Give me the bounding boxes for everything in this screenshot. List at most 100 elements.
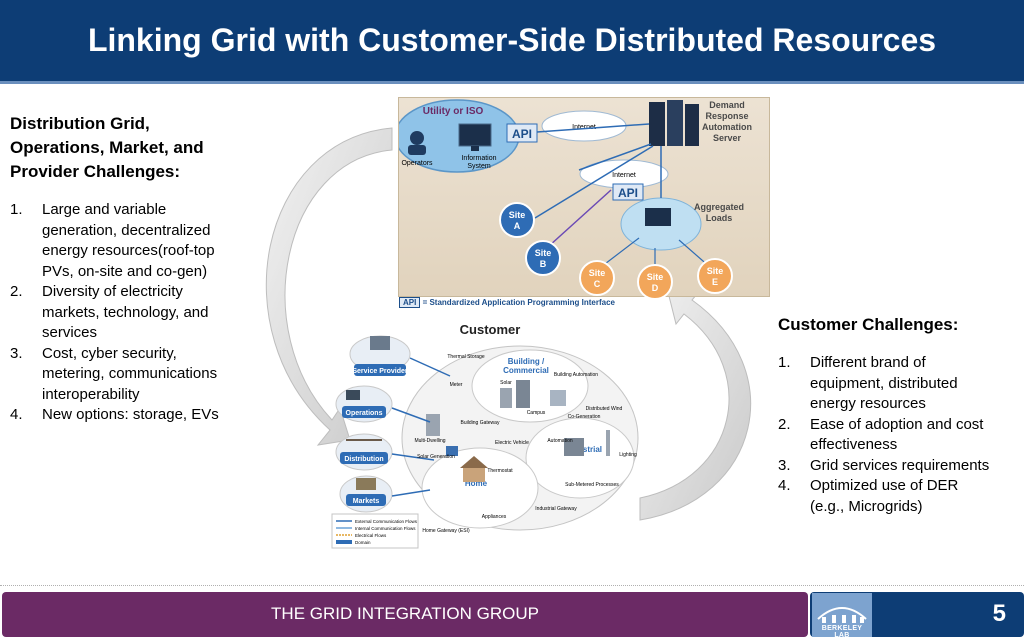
site-e-label-2: E <box>712 277 718 287</box>
demand-response-svg: Utility or ISO Operators Information Sys… <box>399 99 752 298</box>
domain-label-markets: Markets <box>353 498 380 505</box>
slide-title: Linking Grid with Customer-Side Distribu… <box>87 22 937 58</box>
factory-icon <box>564 438 584 456</box>
item-line: metering, communications <box>42 365 218 382</box>
item-line: energy resources <box>810 395 926 412</box>
site-e-label-1: Site <box>707 266 724 276</box>
service-provider-badge <box>354 364 406 376</box>
server-label-1: Demand <box>709 100 745 110</box>
footer-separator <box>0 585 1024 586</box>
item-number: 2. <box>10 283 23 300</box>
list-item: 4. New options: storage, EVs <box>10 405 248 426</box>
info-system-label-2: System <box>467 163 491 170</box>
small-label: Co-Generation <box>568 414 601 420</box>
item-line: Grid services requirements <box>810 456 990 474</box>
multi-dwelling-icon <box>426 414 440 436</box>
api-legend: API = Standardized Application Programmi… <box>399 297 771 312</box>
list-item: 3. Grid services requirements <box>778 456 1018 477</box>
right-challenge-list: 1. Different brand of equipment, distrib… <box>778 353 1018 517</box>
left-heading-line: Distribution Grid, <box>10 114 150 133</box>
small-label: Solar Generation <box>417 454 455 460</box>
aggregated-label-1: Aggregated <box>694 202 744 212</box>
logo-text: BERKELEY LAB <box>821 625 863 639</box>
small-label: Thermal Storage <box>447 354 484 360</box>
customer-domain-diagram: Customer Building / Commercial Industria… <box>330 318 640 550</box>
link-server-siteA <box>534 145 654 219</box>
right-curved-arrow <box>639 287 752 521</box>
small-label: Multi-Dwelling <box>414 438 445 444</box>
operators-label: Operators <box>401 160 433 167</box>
small-label: Thermostat <box>487 468 513 474</box>
home-cloud <box>421 447 539 529</box>
customer-svg: Customer Building / Commercial Industria… <box>331 322 639 549</box>
customer-title: Customer <box>460 322 521 337</box>
left-heading-line: Operations, Market, and <box>10 138 204 157</box>
item-number: 3. <box>10 344 23 362</box>
item-number: 1. <box>778 354 791 371</box>
flow-legend-item: Domain <box>355 540 371 545</box>
domain-label-service-provider: Service Provider <box>352 368 408 375</box>
site-d-label-2: D <box>652 283 659 293</box>
site-c-bubble <box>579 260 615 296</box>
item-line: Diversity of electricity <box>42 283 183 300</box>
site-b-label-1: Site <box>535 248 552 258</box>
operations-badge <box>342 406 386 418</box>
item-line: generation, decentralized <box>42 221 211 239</box>
item-line: Ease of adoption and cost <box>810 415 984 433</box>
flow-legend-item: Electrical Flows <box>355 533 387 538</box>
api-badge-mid <box>612 183 644 201</box>
aggregated-label-2: Loads <box>706 213 733 223</box>
service-provider-icon <box>370 336 390 350</box>
domain-label-distribution: Distribution <box>344 456 383 463</box>
footer-group-name: THE GRID INTEGRATION GROUP <box>271 604 539 623</box>
server-label-2: Response <box>705 111 748 121</box>
item-number: 4. <box>10 406 23 423</box>
list-item: 2. Diversity of electricity markets, tec… <box>10 282 248 344</box>
markets-badge <box>346 494 386 506</box>
small-label: Automation <box>547 438 573 444</box>
link-server-internet <box>578 143 652 171</box>
home-label: Home <box>465 479 488 488</box>
site-d-label-1: Site <box>647 272 664 282</box>
building-label-1: Building / <box>508 357 545 366</box>
item-line: equipment, distributed <box>810 374 958 392</box>
footer-logo-area: BERKELEY LAB 5 <box>810 592 1024 639</box>
berkeley-lab-logo-icon <box>817 607 867 623</box>
site-d-bubble <box>637 264 673 298</box>
item-line: services <box>42 324 98 341</box>
link-api-siteB <box>548 189 612 247</box>
left-heading: Distribution Grid, Operations, Market, a… <box>10 112 248 184</box>
distribution-badge <box>340 452 388 464</box>
item-number: 3. <box>778 456 791 474</box>
small-label: Home Gateway (ESI) <box>422 528 470 534</box>
wind-icon <box>606 430 610 456</box>
left-heading-line: Provider Challenges: <box>10 162 181 181</box>
api-label-top: API <box>512 127 532 141</box>
small-label: Solar <box>500 380 512 386</box>
flow-legend-item: Internal Communication Flows <box>355 526 416 531</box>
item-number: 2. <box>778 415 791 433</box>
site-b-bubble <box>525 240 561 276</box>
internet-label-top: Internet <box>572 124 596 131</box>
api-label-mid: API <box>618 186 638 200</box>
small-label: Electric Vehicle <box>495 440 529 446</box>
internet-label-mid: Internet <box>612 172 636 179</box>
solar-icon <box>446 446 458 456</box>
small-label: Lighting <box>619 452 637 458</box>
site-c-label-1: Site <box>589 268 606 278</box>
small-label: Building Automation <box>554 372 598 378</box>
server-icon <box>649 102 665 146</box>
monitor-icon <box>458 123 492 147</box>
left-challenge-list: 1. Large and variable generation, decent… <box>10 200 248 426</box>
list-item: 1. Different brand of equipment, distrib… <box>778 353 1018 415</box>
operators-icon <box>410 131 424 145</box>
page-number: 5 <box>992 600 1006 627</box>
small-label: Sub-Metered Processes <box>565 482 619 488</box>
list-item: 2. Ease of adoption and cost effectivene… <box>778 415 1018 456</box>
item-line: Different brand of <box>810 354 926 371</box>
item-number: 4. <box>778 477 791 494</box>
left-panel: Distribution Grid, Operations, Market, a… <box>10 112 248 426</box>
site-a-bubble <box>499 202 535 238</box>
small-label: Campus <box>527 410 546 416</box>
house-icon <box>460 456 488 468</box>
